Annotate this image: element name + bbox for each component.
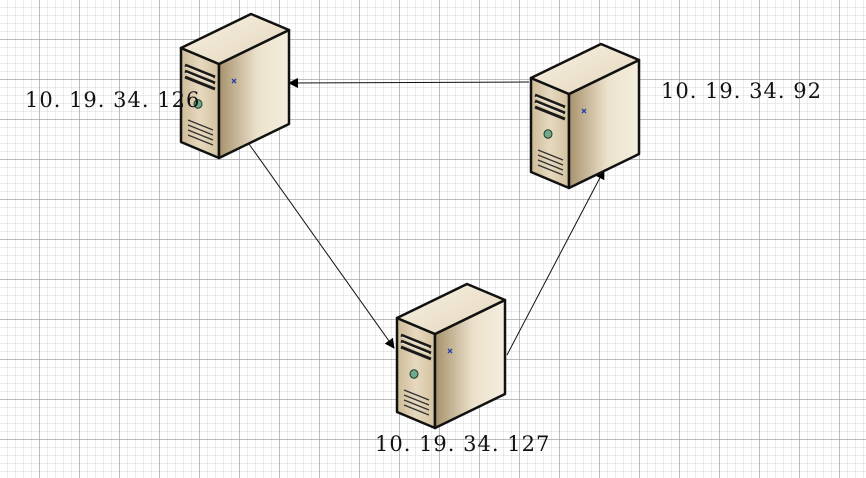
server-label-92: 10. 19. 34. 92	[661, 79, 822, 103]
server-icon-126[interactable]	[179, 12, 291, 160]
server-label-126: 10. 19. 34. 126	[25, 88, 201, 112]
server-label-127: 10. 19. 34. 127	[375, 432, 551, 456]
edge-126-to-127[interactable]	[248, 143, 395, 349]
edge-127-to-92[interactable]	[506, 169, 605, 356]
edge-92-to-126[interactable]	[288, 77, 530, 88]
server-icon-127[interactable]	[395, 282, 507, 430]
server-icon-92[interactable]	[529, 42, 641, 190]
